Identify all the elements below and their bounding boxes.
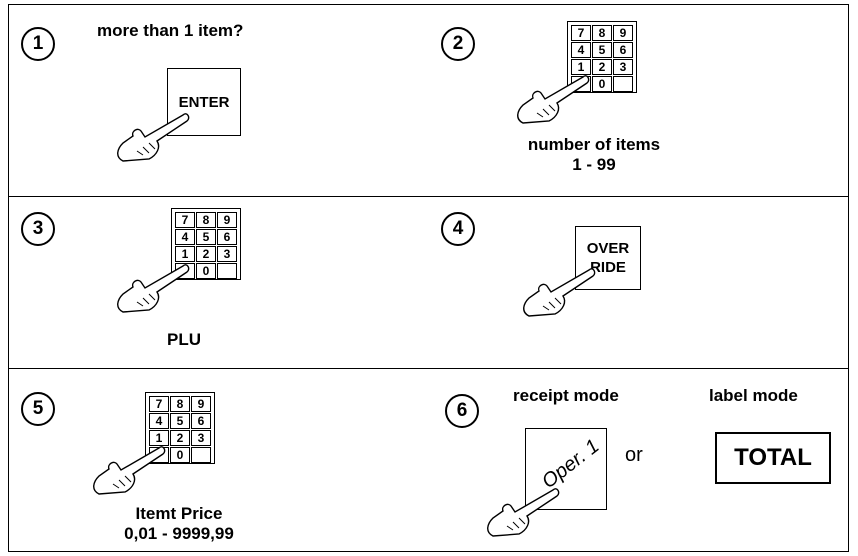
keypad-key[interactable]: 1 [149, 430, 169, 446]
keypad-key[interactable]: 1 [571, 59, 591, 75]
keypad-key[interactable]: 5 [170, 413, 190, 429]
keypad-key[interactable]: 2 [592, 59, 612, 75]
keypad-key[interactable]: 2 [170, 430, 190, 446]
keypad-key[interactable]: 9 [613, 25, 633, 41]
keypad-key[interactable]: 7 [175, 212, 195, 228]
step-number: 6 [445, 394, 479, 428]
keypad-key[interactable]: 4 [175, 229, 195, 245]
keypad-key[interactable]: 9 [191, 396, 211, 412]
keypad-key[interactable]: 5 [592, 42, 612, 58]
keypad-key[interactable]: 4 [571, 42, 591, 58]
keypad-key[interactable] [191, 447, 211, 463]
keypad-key[interactable] [613, 76, 633, 92]
keypad-key[interactable]: 3 [613, 59, 633, 75]
label-mode-label: label mode [709, 386, 798, 405]
step-caption: PLU [167, 330, 201, 349]
keypad-key[interactable]: 6 [191, 413, 211, 429]
keypad-key[interactable]: 8 [170, 396, 190, 412]
step-number: 1 [21, 27, 55, 61]
pointing-hand-icon [117, 113, 190, 162]
keypad-key[interactable]: 8 [196, 212, 216, 228]
keypad-key[interactable]: 2 [196, 246, 216, 262]
receipt-mode-label: receipt mode [513, 386, 619, 405]
pointing-hand-icon [117, 264, 190, 313]
step-caption-line-1: number of items [527, 135, 661, 154]
keypad-key[interactable]: 4 [149, 413, 169, 429]
step-caption-line-2: 0,01 - 9999,99 [124, 524, 234, 543]
keypad-key[interactable]: 3 [217, 246, 237, 262]
pointing-hand-icon [487, 488, 560, 537]
step-number: 5 [21, 392, 55, 426]
step-caption-line-1: Itemt Price [135, 504, 223, 523]
step-1: 1 more than 1 item? ENTER [9, 5, 429, 196]
keypad-key[interactable]: 8 [592, 25, 612, 41]
or-text: or [625, 444, 643, 466]
total-key[interactable]: TOTAL [715, 432, 831, 484]
keypad-key[interactable]: 5 [196, 229, 216, 245]
keypad-key[interactable]: 3 [191, 430, 211, 446]
step-question: more than 1 item? [97, 21, 244, 40]
step-number: 3 [21, 212, 55, 246]
override-key-line-2: RIDE [590, 259, 626, 276]
pointing-hand-icon [93, 446, 166, 495]
pointing-hand-icon [523, 268, 596, 317]
keypad-key[interactable]: 1 [175, 246, 195, 262]
step-4: 4 OVER RIDE [429, 196, 849, 368]
keypad-key[interactable]: 6 [217, 229, 237, 245]
keypad-key[interactable]: 7 [571, 25, 591, 41]
keypad-key[interactable]: 7 [149, 396, 169, 412]
keypad-key[interactable]: 6 [613, 42, 633, 58]
step-caption-line-2: 1 - 99 [572, 155, 616, 174]
keypad-key[interactable]: 9 [217, 212, 237, 228]
step-number: 2 [441, 27, 475, 61]
keypad-key[interactable]: 0 [592, 76, 612, 92]
keypad-key[interactable] [217, 263, 237, 279]
pointing-hand-icon [517, 75, 590, 124]
step-6: 6 receipt mode label mode Oper. 1 or TOT… [429, 368, 849, 551]
step-number: 4 [441, 212, 475, 246]
keypad-key[interactable]: 0 [196, 263, 216, 279]
keypad-key[interactable]: 0 [170, 447, 190, 463]
operator-1-key[interactable]: Oper. 1 [525, 428, 607, 510]
override-key-line-1: OVER [586, 240, 630, 257]
